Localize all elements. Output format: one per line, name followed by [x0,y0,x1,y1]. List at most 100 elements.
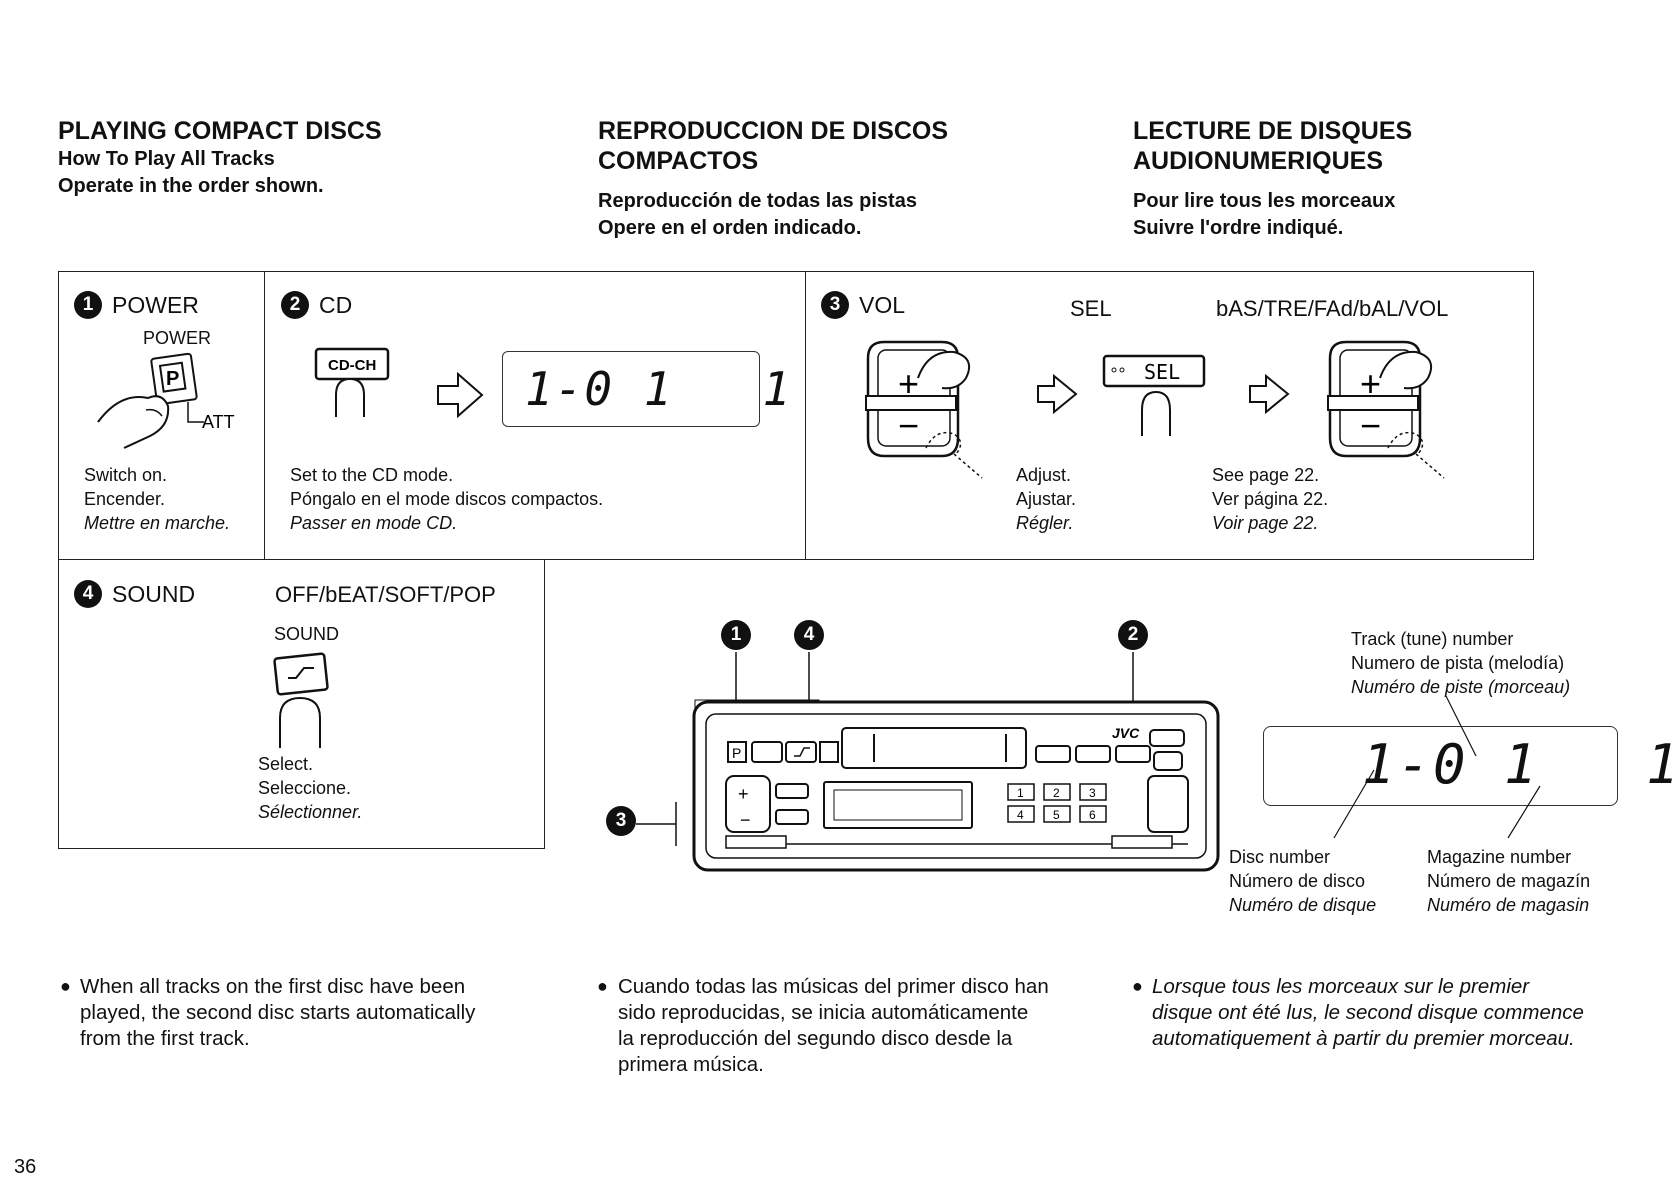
heading-fr: LECTURE DE DISQUES AUDIONUMERIQUES Pour … [1133,116,1412,242]
subtitle-en-1: How To Play All Tracks [58,148,275,170]
sound-desc-en: Select. [258,754,314,774]
subtitle-es-2: Opere en el orden indicado. [598,217,862,239]
magazine-label-en: Magazine number [1427,847,1572,867]
heading-en: PLAYING COMPACT DISCS How To Play All Tr… [58,116,382,200]
cd-desc-fr: Passer en mode CD. [290,513,458,533]
callout-3: 3 [606,806,636,836]
step-cd-label: CD [319,291,353,318]
svg-text:P: P [732,745,741,761]
svg-text:4: 4 [1017,808,1024,822]
step-power-label: POWER [112,291,199,318]
callout-leader-lines [1333,695,1541,839]
disc-label-fr: Numéro de disque [1229,895,1377,915]
cd-button-glyph: CD-CH [328,357,376,374]
vol-adjust-es: Ajustar. [1016,489,1077,509]
bullet-icon: ● [60,976,71,996]
power-att-label: ATT [202,412,235,432]
svg-text:−: − [1360,405,1381,446]
vol-adjust-en: Adjust. [1016,465,1072,485]
note-es: Cuando todas las músicas del primer disc… [618,975,1049,1076]
track-label-fr: Numéro de piste (morceau) [1351,677,1571,697]
callout-2: 2 [1118,620,1148,650]
sel-button-illustration: SEL [1102,354,1206,436]
arrow-right-icon [1249,373,1290,415]
power-button-illustration: P ATT [97,352,235,449]
note-en: When all tracks on the first disc have b… [80,975,476,1050]
step-sel-label: SEL [1070,296,1112,321]
svg-text:−: − [898,405,919,446]
callout-1: 1 [721,620,751,650]
svg-text:+: + [898,363,919,404]
step-number-1: 1 [74,291,102,319]
svg-text:3: 3 [1089,786,1096,800]
svg-text:−: − [740,810,751,830]
title-fr-1: LECTURE DE DISQUES [1133,117,1413,145]
sound-desc-fr: Sélectionner. [258,802,363,822]
step-number-2: 2 [281,291,309,319]
title-es-2: COMPACTOS [598,147,759,175]
sel-button-glyph: SEL [1144,360,1180,384]
cd-desc-en: Set to the CD mode. [290,465,454,485]
vol-adjust-fr: Régler. [1016,513,1074,533]
subtitle-fr-1: Pour lire tous les morceaux [1133,190,1396,212]
svg-text:+: + [738,784,749,804]
head-unit-body: P JVC + − 1 2 3 4 5 6 [692,700,1220,872]
svg-text:2: 2 [1053,786,1060,800]
step-vol-modes: bAS/TRE/FAd/bAL/VOL [1216,296,1449,321]
subtitle-es-1: Reproducción de todas las pistas [598,190,917,212]
title-fr-2: AUDIONUMERIQUES [1133,147,1384,175]
power-desc-fr: Mettre en marche. [84,513,231,533]
vol-knob-illustration: + − [865,340,983,479]
disc-label-es: Número de disco [1229,871,1366,891]
brand-logo: JVC [1112,725,1140,741]
magazine-label-fr: Numéro de magasin [1427,895,1590,915]
power-button-caption: POWER [143,328,212,348]
cd-display-panel: 1-0 1 1 [502,351,790,427]
step-box-vol [805,271,1534,560]
title-es-1: REPRODUCCION DE DISCOS [598,117,949,145]
step-sound-header: 4 SOUND [74,580,195,608]
sound-button-caption: SOUND [274,624,340,644]
callout-4: 4 [794,620,824,650]
display-detail-readout: 1-0 1 1 [1362,733,1680,796]
step-number-4: 4 [74,580,102,608]
track-label-en: Track (tune) number [1351,629,1514,649]
subtitle-en-2: Operate in the order shown. [58,175,324,197]
svg-text:1: 1 [1017,786,1024,800]
note-fr: Lorsque tous les morceaux sur le premier… [1152,975,1584,1050]
power-button-glyph: P [166,368,179,390]
power-desc-es: Encender. [84,489,166,509]
bullet-icon: ● [1132,976,1143,996]
cd-desc-es: Póngalo en el mode discos compactos. [290,489,604,509]
track-label-es: Numero de pista (melodía) [1351,653,1565,673]
step-power-header: 1 POWER [74,291,199,319]
svg-text:+: + [1360,363,1381,404]
arrow-right-icon [437,371,484,419]
step-vol-label: VOL [859,291,906,318]
vol-see-es: Ver página 22. [1212,489,1329,509]
page-number: 36 [14,1156,37,1178]
sound-desc-es: Seleccione. [258,778,352,798]
power-desc-en: Switch on. [84,465,168,485]
cd-button-illustration: CD-CH [314,347,390,417]
vol-knob-illustration-2: + − [1327,340,1445,479]
magazine-label-es: Número de magazín [1427,871,1591,891]
heading-es: REPRODUCCION DE DISCOS COMPACTOS Reprodu… [598,116,948,242]
step-vol-header: 3 VOL [821,291,905,319]
arrow-right-icon [1037,373,1078,415]
svg-text:6: 6 [1089,808,1096,822]
step-sound-label: SOUND [112,580,196,607]
subtitle-fr-2: Suivre l'ordre indiqué. [1133,217,1344,239]
step-cd-header: 2 CD [281,291,352,319]
cd-display-readout: 1-0 1 1 [525,362,793,416]
step-sound-modes: OFF/bEAT/SOFT/POP [275,582,496,607]
display-detail-panel: 1-0 1 1 [1263,726,1679,806]
bullet-icon: ● [597,976,608,996]
sound-button-illustration [273,652,329,748]
step-number-3: 3 [821,291,849,319]
vol-see-fr: Voir page 22. [1212,513,1319,533]
svg-text:5: 5 [1053,808,1060,822]
title-en: PLAYING COMPACT DISCS [58,117,382,145]
step-box-sound [58,559,545,849]
vol-see-en: See page 22. [1212,465,1320,485]
